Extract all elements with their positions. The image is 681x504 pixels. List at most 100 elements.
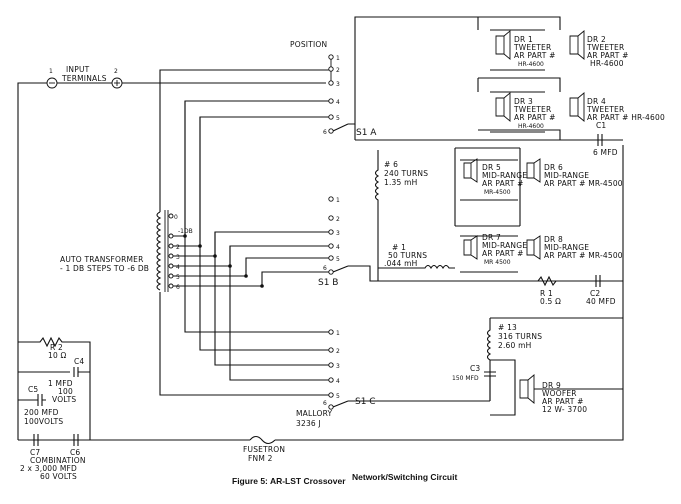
auto-transformer-steps: - 1 DB STEPS TO -6 DB — [60, 264, 149, 273]
s1b-output-wire — [348, 265, 623, 282]
dr5-designator: DR 5 — [482, 163, 501, 172]
midrange-section: DR 5 MID-RANGE AR PART # MR-4500 DR 6 MI… — [454, 147, 623, 273]
dr2-type: TWEETER — [586, 43, 624, 52]
tap2-wire — [173, 116, 329, 247]
ground-rail — [17, 82, 47, 440]
c4-value-3: VOLTS — [52, 395, 76, 404]
svg-text:3: 3 — [336, 81, 340, 88]
dr2-part: HR-4600 — [590, 59, 624, 68]
dr1-type: TWEETER — [513, 43, 551, 52]
dr8-type: MID-RANGE — [544, 243, 589, 252]
capacitor-c1: C1 6 MFD — [560, 121, 618, 157]
svg-text:6: 6 — [176, 284, 180, 291]
dr2-designator: DR 2 — [587, 35, 606, 44]
c3-label: C3 — [470, 364, 480, 373]
l6-name: # 6 — [384, 160, 398, 169]
dr3-designator: DR 3 — [514, 97, 533, 106]
combination-label: COMBINATION — [30, 456, 86, 465]
inductor-l6: # 6 240 TURNS 1.35 mH — [374, 150, 428, 281]
left-rc-network: R 2 10 Ω C4 1 MFD 100 VOLTS C5 200 MFD 1… — [18, 336, 91, 481]
dr9-part: 12 W- 3700 — [542, 405, 587, 414]
combination-value: 2 x 3,000 MFD — [20, 464, 77, 473]
dr1-designator: DR 1 — [514, 35, 533, 44]
c4-label: C4 — [74, 357, 84, 366]
woofer-section: C3 150 MFD DR 9 WOOFER AR PART # 12 W- 3… — [452, 359, 623, 416]
svg-text:5: 5 — [176, 274, 180, 281]
dr3-line: AR PART # — [514, 113, 556, 122]
svg-text:3: 3 — [336, 363, 340, 370]
auto-transformer: AUTO TRANSFORMER - 1 DB STEPS TO -6 DB -… — [60, 210, 193, 292]
switch-s1a-label: S1 A — [356, 128, 377, 138]
mallory-part: 3236 J — [296, 419, 321, 428]
svg-text:4: 4 — [336, 244, 340, 251]
terminal-1-number: 1 — [49, 68, 53, 75]
l13-value: 2.60 mH — [498, 341, 531, 350]
svg-text:6: 6 — [323, 265, 327, 272]
c1-label: C1 — [596, 121, 606, 130]
switch-s1b: 1 2 3 4 5 6 S1 B — [318, 196, 349, 288]
svg-text:5: 5 — [336, 256, 340, 263]
svg-text:2: 2 — [176, 244, 180, 251]
dr9-designator: DR 9 — [542, 381, 561, 390]
svg-text:2: 2 — [336, 216, 340, 223]
dr8-line: AR PART # MR-4500 — [544, 251, 623, 260]
svg-text:4: 4 — [336, 378, 340, 385]
l6-turns: 240 TURNS — [384, 169, 428, 178]
svg-text:5: 5 — [336, 115, 340, 122]
r1-c2: R 1 0.5 Ω C2 40 MFD — [520, 275, 623, 306]
tap1-wire — [173, 100, 329, 237]
c5-value-1: 200 MFD — [24, 408, 59, 417]
dr7-part: MR 4500 — [484, 259, 511, 266]
switch-s1a: 1 2 3 4 5 6 S1 A — [323, 54, 377, 138]
svg-text:4: 4 — [176, 264, 180, 271]
dr9-line: AR PART # — [542, 397, 584, 406]
caption-rest: Network/Switching Circuit — [352, 472, 457, 482]
dr5-part: MR-4500 — [484, 189, 511, 196]
svg-text:2: 2 — [336, 348, 340, 355]
r2-label: R 2 — [50, 343, 63, 352]
c4-value-2: 100 — [58, 387, 73, 396]
mallory-label: MALLORY — [296, 409, 333, 418]
fusetron: FUSETRON FNM 2 — [243, 435, 285, 463]
l1-name: # 1 — [392, 243, 406, 252]
r1-value: 0.5 Ω — [540, 297, 561, 306]
l6-value: 1.35 mH — [384, 178, 417, 187]
dr7-designator: DR 7 — [482, 233, 501, 242]
dr6-type: MID-RANGE — [544, 171, 589, 180]
c2-value: 40 MFD — [586, 297, 616, 306]
switch-s1b-label: S1 B — [318, 278, 338, 288]
svg-text:3: 3 — [176, 254, 180, 261]
combination-volts: 60 VOLTS — [40, 472, 77, 481]
r1-label: R 1 — [540, 289, 553, 298]
c5-value-2: 100VOLTS — [24, 417, 63, 426]
dr4-line: AR PART # HR-4600 — [587, 113, 665, 122]
auto-transformer-label: AUTO TRANSFORMER — [60, 255, 144, 264]
input-terminals: 1 2 INPUT TERMINALS — [46, 65, 123, 89]
dr9-type: WOOFER — [542, 389, 577, 398]
input-label: INPUT — [66, 65, 90, 74]
dr1-line: AR PART # — [514, 51, 556, 60]
terminal-2-number: 2 — [114, 68, 118, 75]
switch-s1c: 1 2 3 4 5 6 S1 C MALLORY 3236 J — [296, 329, 376, 428]
caption-figure: Figure 5: AR-LST Crossover — [232, 476, 346, 486]
dr3-type: TWEETER — [513, 105, 551, 114]
position-label: POSITION — [290, 40, 327, 49]
c7-label: C7 — [30, 448, 40, 457]
inductor-l13: # 13 316 TURNS 2.60 mH — [486, 317, 623, 401]
l13-name: # 13 — [498, 323, 517, 332]
switch-s1c-label: S1 C — [355, 397, 376, 407]
svg-text:5: 5 — [336, 393, 340, 400]
tweeter-feed-wire — [348, 16, 478, 125]
c6-label: C6 — [70, 448, 80, 457]
tweeter-section: DR 1 TWEETER AR PART # HR-4600 DR 2 TWEE… — [477, 16, 665, 140]
svg-text:1: 1 — [336, 197, 340, 204]
c4-value-1: 1 MFD — [48, 379, 73, 388]
l13-turns: 316 TURNS — [498, 332, 542, 341]
dr4-type: TWEETER — [586, 105, 624, 114]
dr6-line: AR PART # MR-4500 — [544, 179, 623, 188]
dr7-line: AR PART # — [482, 249, 524, 258]
dr5-type: MID-RANGE — [482, 171, 527, 180]
dr2-line: AR PART # — [587, 51, 629, 60]
